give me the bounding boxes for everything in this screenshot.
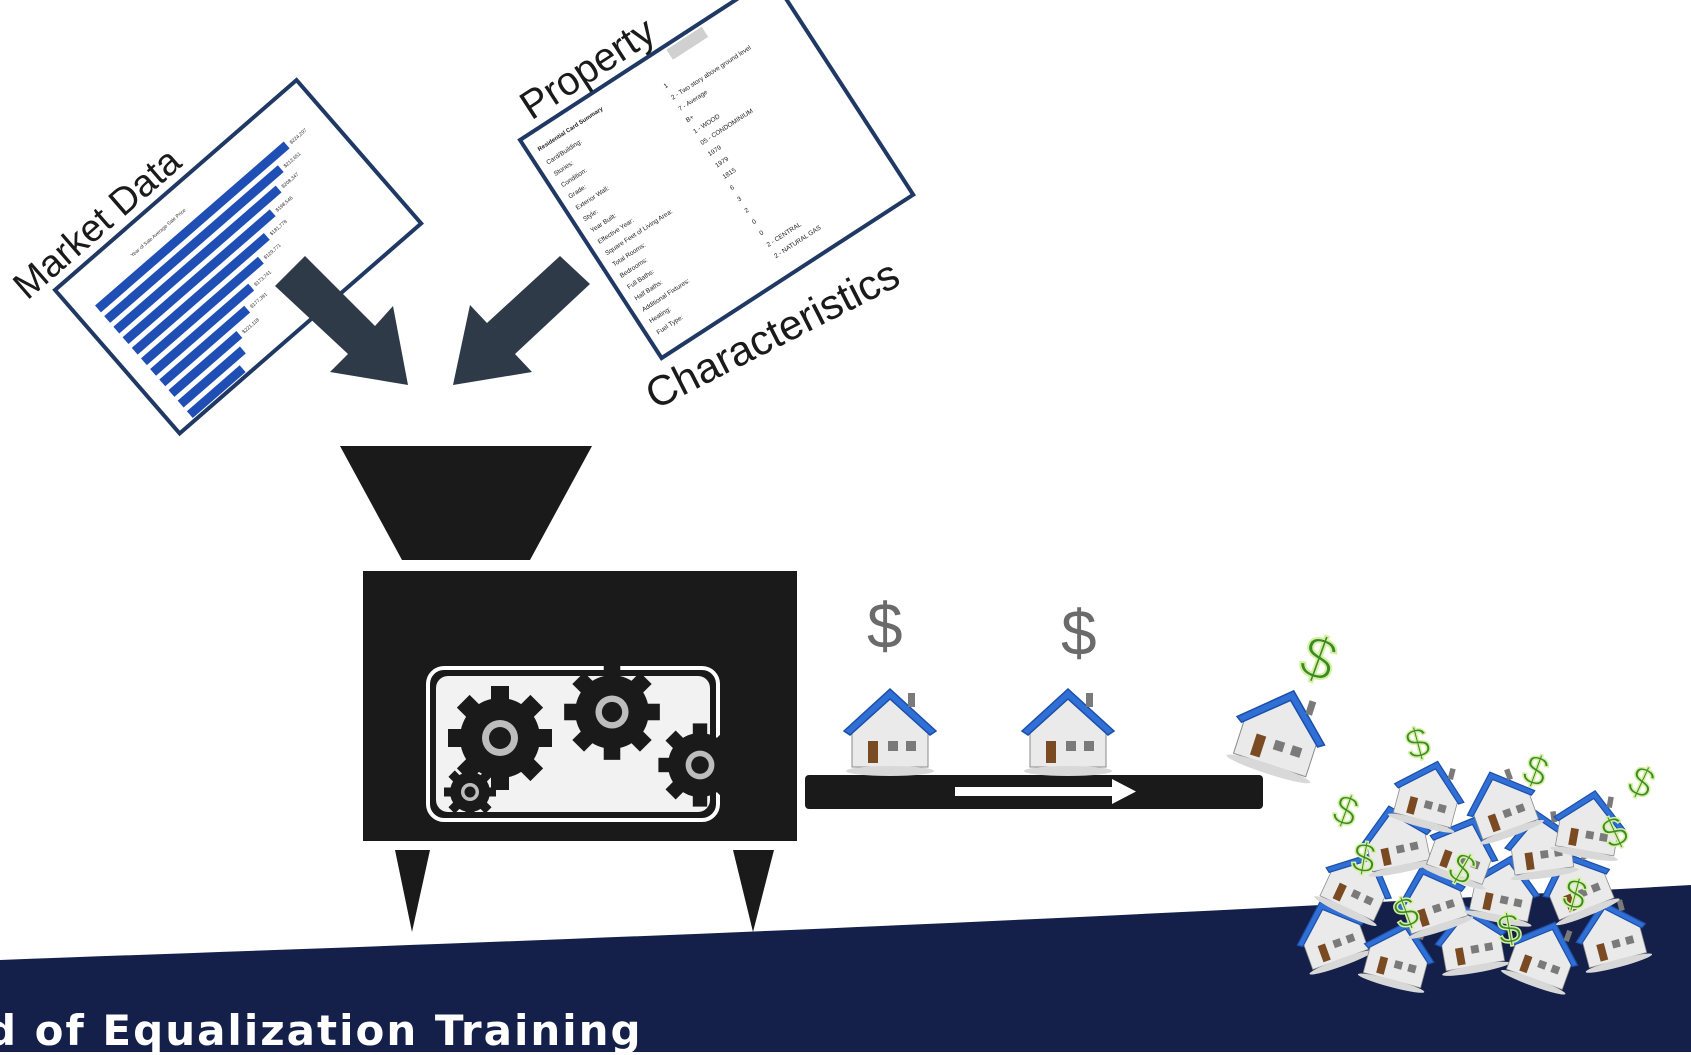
house-icon <box>843 688 937 777</box>
market-bar <box>131 233 270 355</box>
dollar-sign-icon: $ <box>1061 597 1097 669</box>
property-row-value: 3 <box>736 195 743 203</box>
market-bar <box>104 165 284 323</box>
machine-right-leg <box>733 850 774 932</box>
dollar-sign-icon: $ <box>1292 621 1346 695</box>
market-bar <box>168 331 243 397</box>
property-row-value: 6 <box>729 184 736 192</box>
conveyor-arrow-shaft <box>955 787 1115 796</box>
market-bar <box>186 365 246 419</box>
property-row-value: 2 <box>744 207 751 215</box>
hopper-funnel <box>340 446 592 560</box>
navy-wave-band <box>0 885 1691 1052</box>
property-input-arrow <box>453 256 590 385</box>
dollar-sign-icon: $ <box>1327 784 1365 836</box>
footer-title: d of Equalization Training <box>0 1006 643 1055</box>
dollar-sign-icon: $ <box>867 590 903 662</box>
property-card: Property Residential Card Summary Card/B… <box>512 0 916 361</box>
house-icon <box>1021 688 1115 777</box>
dollar-sign-icon: $ <box>1621 756 1662 808</box>
market-bar <box>113 185 282 334</box>
house-pile: $$$$$$$$$$ <box>1285 716 1663 999</box>
dollar-sign-icon: $ <box>1517 744 1555 796</box>
property-row-value: B+ <box>685 114 696 124</box>
property-row-value: 0 <box>758 229 765 237</box>
property-row-value: 1 <box>663 82 670 90</box>
property-row-value: 0 <box>751 218 758 226</box>
market-input-arrow <box>275 256 408 385</box>
market-bar <box>177 346 246 408</box>
market-bar <box>122 209 276 345</box>
market-bar <box>95 141 290 313</box>
market-data-card: Market Data Year of Sale Average Sale Pr… <box>6 77 424 437</box>
market-bar <box>150 283 255 376</box>
market-bar <box>140 256 264 366</box>
machine-left-leg <box>395 850 430 932</box>
market-bar <box>159 305 251 387</box>
dollar-sign-icon: $ <box>1400 717 1435 768</box>
conveyor-arrow-head <box>1112 779 1136 804</box>
